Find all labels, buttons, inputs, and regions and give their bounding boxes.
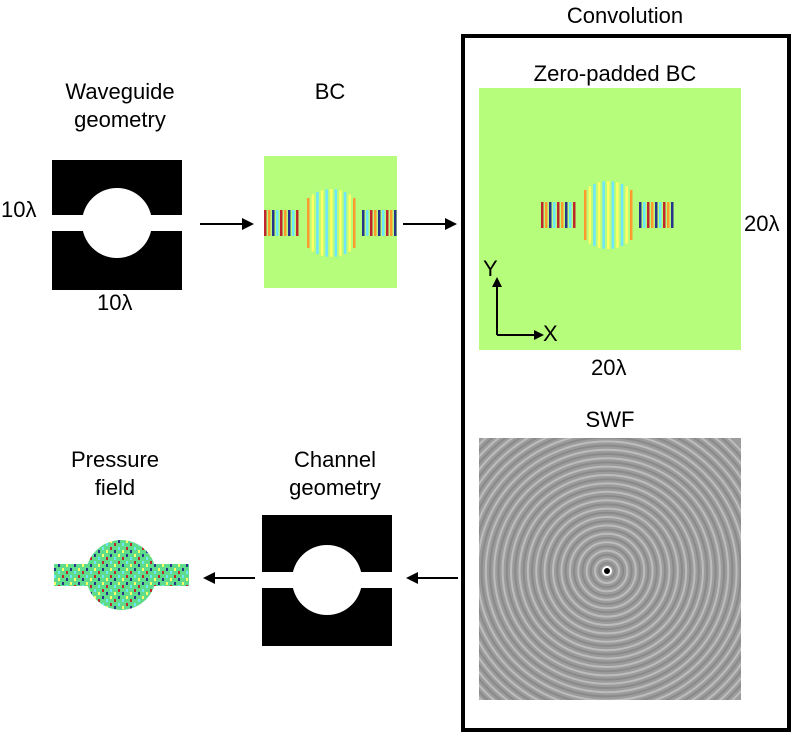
bc-title: BC (314, 79, 346, 104)
pressure-field-title: Pressure field (70, 447, 160, 500)
convolution-title: Convolution (566, 3, 684, 28)
waveguide-side-dimension: 10λ (1, 197, 37, 222)
right-arrow-icon (200, 218, 254, 230)
left-arrow-icon (406, 572, 458, 584)
axis-x-label: X (543, 321, 558, 346)
right-arrow-icon (403, 218, 457, 230)
waveguide-geometry-title: Waveguide geometry (65, 79, 175, 132)
left-arrow-icon (203, 572, 255, 584)
axis-arrow-icon (492, 277, 544, 340)
waveguide-bottom-dimension: 10λ (97, 290, 133, 315)
bc-panel (264, 156, 397, 288)
waveguide-geometry (52, 160, 182, 290)
pressure-field (54, 540, 189, 610)
zero-padded-bc-title: Zero-padded BC (533, 61, 697, 86)
convolution-frame (461, 34, 791, 732)
swf-panel (479, 438, 741, 700)
axis-y-label: Y (483, 256, 498, 281)
zero-padded-bottom-dimension: 20λ (591, 355, 627, 380)
channel-geometry (262, 515, 392, 646)
channel-geometry-title: Channel geometry (289, 447, 381, 500)
zero-padded-bc-panel (479, 88, 741, 350)
zero-padded-side-dimension: 20λ (744, 211, 780, 236)
swf-title: SWF (585, 407, 635, 432)
